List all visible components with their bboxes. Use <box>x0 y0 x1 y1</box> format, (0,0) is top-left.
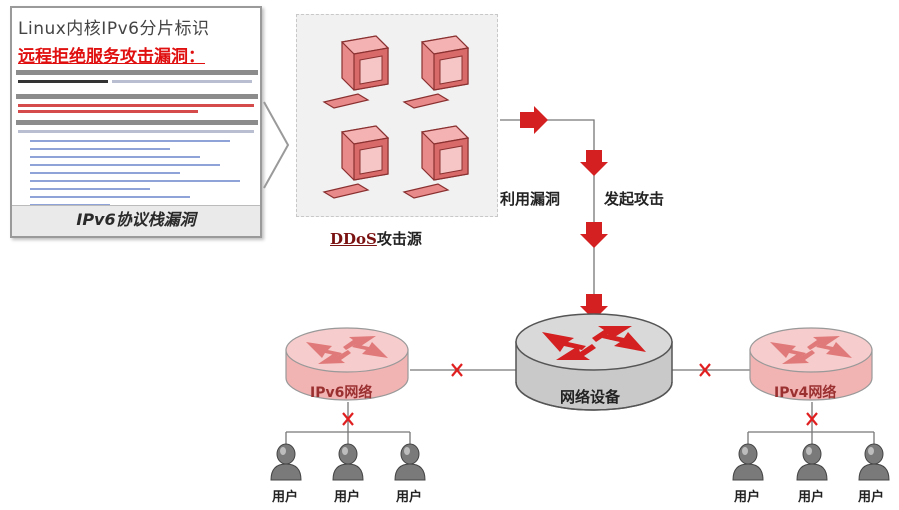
callout-pointer <box>263 101 290 189</box>
user-label: 用户 <box>734 490 761 505</box>
ipv6-network-label: IPv6网络 <box>310 385 373 401</box>
launch-attack-label: 发起攻击 <box>604 190 665 208</box>
blocked-icon <box>451 363 463 377</box>
ddos-source-label: DDoS攻击源 <box>330 228 422 249</box>
vulnerability-document: Linux内核IPv6分片标识 远程拒绝服务攻击漏洞： IPv6协议栈漏洞 <box>10 6 262 238</box>
blocked-marks <box>342 363 818 426</box>
document-subtitle: 远程拒绝服务攻击漏洞： <box>18 47 205 67</box>
user-icon <box>394 443 426 481</box>
ddos-suffix: 攻击源 <box>376 230 422 248</box>
attack-arrows <box>520 106 608 320</box>
user-icon <box>270 443 302 481</box>
user-label: 用户 <box>334 490 361 505</box>
user-icon <box>858 443 890 481</box>
attack-arrow <box>580 222 608 248</box>
attack-arrow <box>580 150 608 176</box>
network-device-router-icon <box>515 313 673 411</box>
blocked-icon <box>699 363 711 377</box>
user-icon <box>796 443 828 481</box>
user-label: 用户 <box>798 490 825 505</box>
ipv4-network-label: IPv4网络 <box>774 385 837 401</box>
blocked-icon <box>806 412 818 426</box>
blocked-icon <box>342 412 354 426</box>
user-label: 用户 <box>858 490 885 505</box>
document-footer-bar <box>12 205 260 236</box>
attack-arrow <box>520 106 548 134</box>
user-icon <box>332 443 364 481</box>
user-icon <box>732 443 764 481</box>
document-title: Linux内核IPv6分片标识 <box>18 19 210 39</box>
ipv6-router-icon <box>285 327 409 401</box>
network-device-label: 网络设备 <box>560 388 621 406</box>
document-footer: IPv6协议栈漏洞 <box>76 210 196 229</box>
ipv4-router-icon <box>749 327 873 401</box>
user-label: 用户 <box>272 490 299 505</box>
user-label: 用户 <box>396 490 423 505</box>
attack-arrow <box>580 294 608 320</box>
exploit-label: 利用漏洞 <box>500 190 561 208</box>
ddos-prefix: DDoS <box>330 230 377 248</box>
